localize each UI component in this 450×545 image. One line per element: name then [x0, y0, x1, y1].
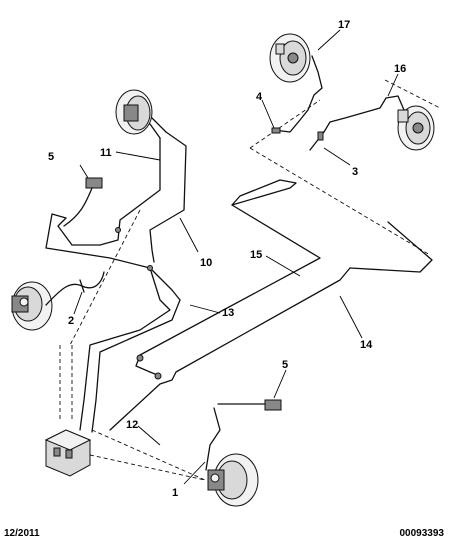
footer-date: 12/2011	[4, 528, 40, 539]
brake-pipe-3	[309, 95, 405, 151]
callout-17: 17	[338, 19, 350, 31]
sensor-harness-left	[45, 271, 105, 306]
brake-pipe-14	[109, 221, 433, 431]
callout-13: 13	[222, 307, 234, 319]
callout-16: 16	[394, 63, 406, 75]
rear-drum-brake-right	[397, 105, 435, 151]
front-left-disc-brake	[11, 281, 53, 331]
callout-4: 4	[256, 91, 263, 103]
footer-reference-number: 00093393	[399, 528, 445, 539]
wheel-sensor-upper	[63, 177, 103, 227]
callout-11: 11	[100, 147, 112, 159]
sensor-harness-right	[205, 407, 221, 471]
brake-pipe-11	[45, 137, 181, 301]
brake-pipe-15	[135, 179, 321, 377]
brake-pipe-13	[79, 267, 181, 433]
callout-5-lower: 5	[282, 359, 288, 371]
rear-drum-brake-left	[269, 33, 311, 83]
brake-pipe-10	[149, 131, 187, 263]
callout-1: 1	[172, 487, 178, 499]
abs-hydraulic-unit	[44, 429, 92, 477]
brake-pipe-4	[271, 55, 323, 134]
wheel-sensor-lower	[217, 399, 282, 411]
vehicle-outline-dashed	[59, 79, 441, 481]
callout-3: 3	[352, 166, 358, 178]
brake-servo	[115, 89, 167, 139]
leader-lines	[73, 29, 399, 485]
callout-10: 10	[200, 257, 212, 269]
callout-12: 12	[126, 419, 138, 431]
front-right-disc-brake	[207, 453, 259, 507]
callout-15: 15	[250, 249, 262, 261]
callout-14: 14	[360, 339, 373, 351]
callout-2: 2	[68, 315, 74, 327]
pipe-unions	[115, 227, 162, 380]
callout-5-upper: 5	[48, 151, 54, 163]
